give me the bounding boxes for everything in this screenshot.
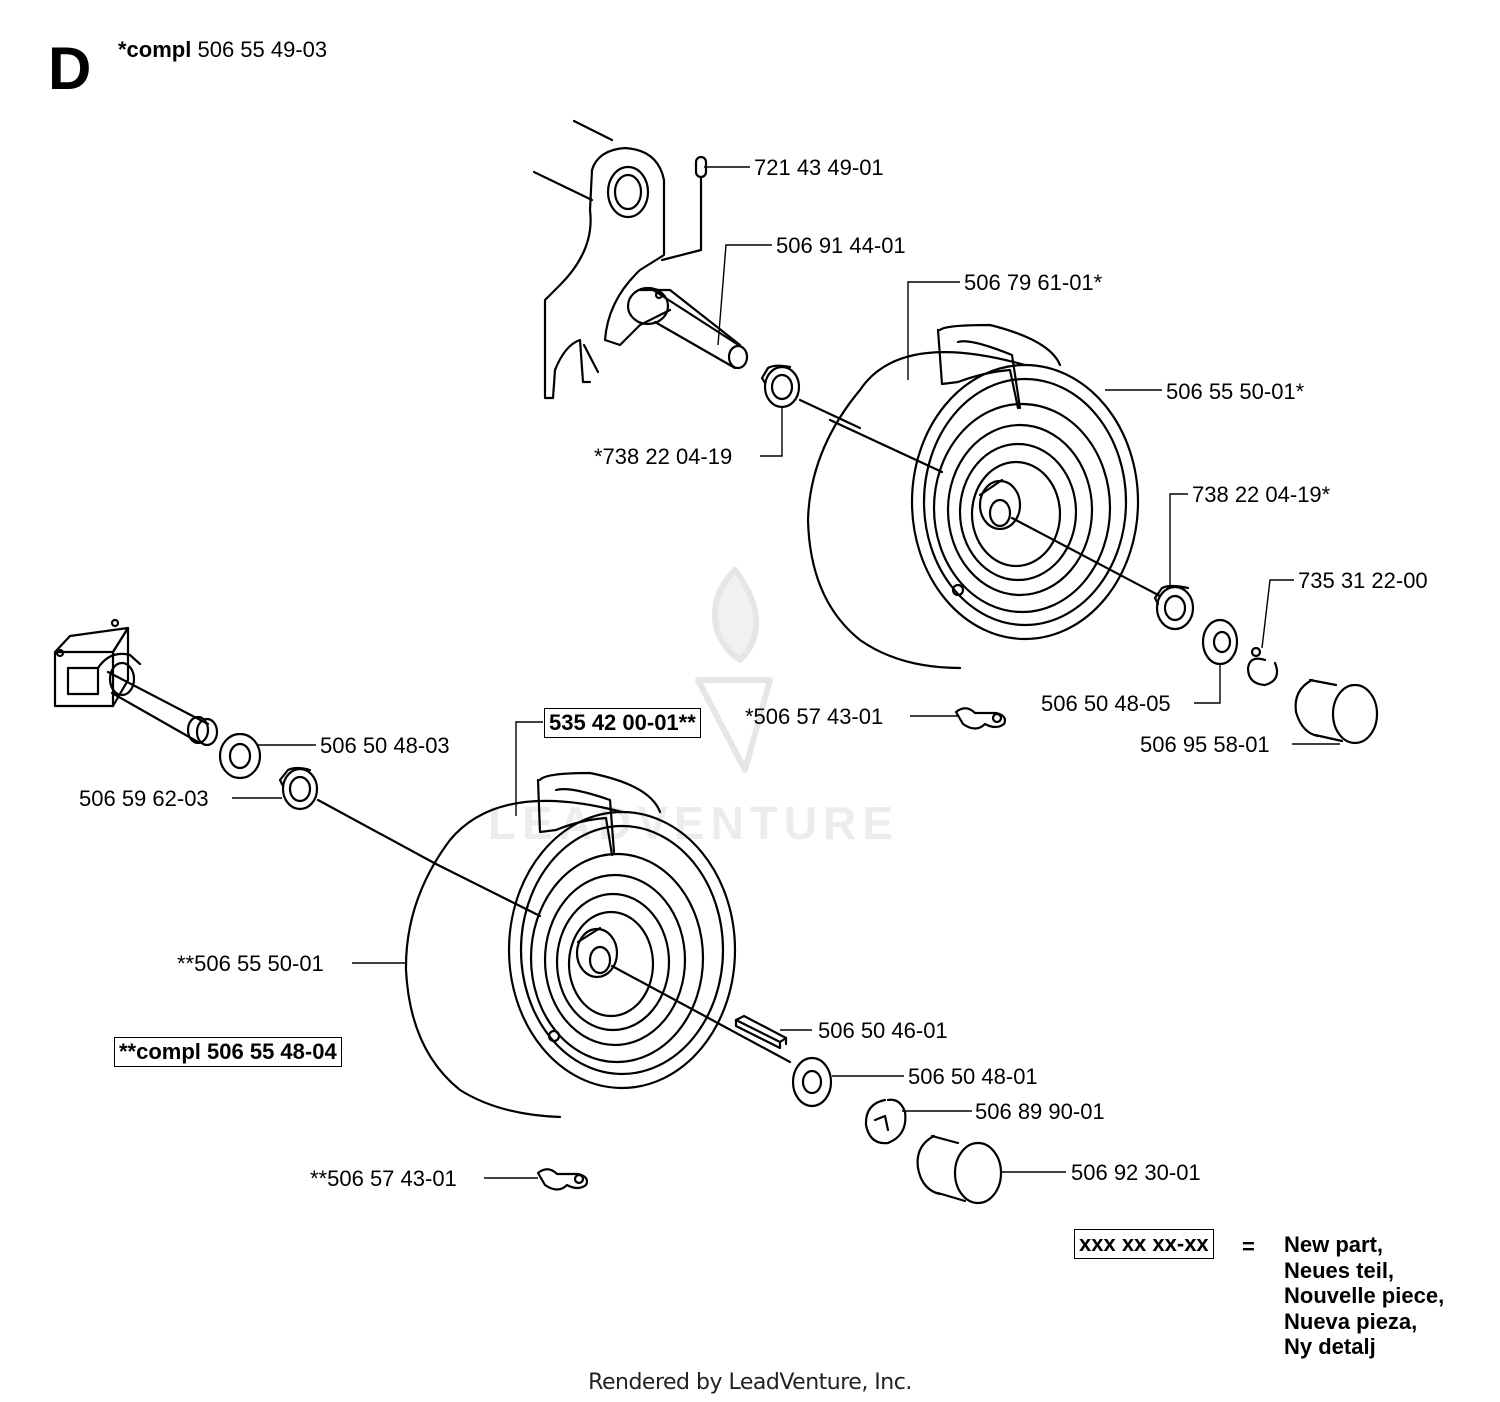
lower-cap-506-92-30 <box>916 1134 1003 1205</box>
legend-line: Nouvelle piece, <box>1284 1283 1445 1308</box>
upper-clip-506-57-43 <box>954 707 1007 730</box>
part-label-506-92-30-01: 506 92 30-01 <box>1071 1160 1201 1185</box>
part-label-506-55-50-01-lower: **506 55 50-01 <box>177 951 324 976</box>
lower-key-506-50-46 <box>734 1014 788 1050</box>
part-label-738-22-04-19-left: *738 22 04-19 <box>594 444 733 469</box>
legend-line: New part, <box>1284 1232 1384 1257</box>
lower-washer-506-50-48-03 <box>218 732 262 780</box>
upper-pin-721 <box>660 155 708 262</box>
lower-washer-506-50-48-01 <box>791 1056 833 1108</box>
header-compl-label: *compl 506 55 49-03 <box>118 38 327 62</box>
lower-eclip-506-89-90 <box>864 1098 907 1145</box>
part-label-506-57-43-01-upper: *506 57 43-01 <box>745 704 884 729</box>
lower-axis-line-2 <box>610 964 792 1064</box>
header-compl-prefix: *compl <box>118 37 192 62</box>
legend-sample-box: xxx xx xx-xx <box>1074 1229 1214 1259</box>
legend-text: New part, Neues teil, Nouvelle piece, Nu… <box>1284 1232 1444 1360</box>
upper-bearing-738-right <box>1153 584 1195 631</box>
header-compl-number: 506 55 49-03 <box>197 37 328 62</box>
footer-credit: Rendered by LeadVenture, Inc. <box>588 1370 912 1395</box>
part-label-738-22-04-19-right: 738 22 04-19* <box>1192 482 1331 507</box>
lower-mount <box>53 618 142 708</box>
upper-axis-line-2 <box>1010 516 1162 598</box>
lower-bushing-506-59-62 <box>278 766 319 811</box>
lower-clip-506-57-43 <box>536 1168 589 1191</box>
upper-bearing-738-left <box>760 364 801 409</box>
legend-line: Nueva pieza, <box>1284 1308 1418 1334</box>
upper-axis-line-1 <box>798 398 862 430</box>
upper-bracket <box>532 119 672 400</box>
legend-line: Neues teil, <box>1284 1257 1395 1283</box>
part-label-506-50-48-01: 506 50 48-01 <box>908 1064 1038 1089</box>
part-label-506-50-46-01: 506 50 46-01 <box>818 1018 948 1043</box>
part-label-compl-506-55-48-04: **compl 506 55 48-04 <box>114 1037 342 1067</box>
upper-axle-506-91-44 <box>626 286 749 370</box>
upper-clip-735 <box>1246 646 1279 687</box>
part-label-506-79-61-01: 506 79 61-01* <box>964 270 1103 295</box>
lower-axle <box>106 661 219 747</box>
legend-equals: = <box>1242 1234 1255 1259</box>
part-label-506-89-90-01: 506 89 90-01 <box>975 1099 1105 1124</box>
part-label-735-31-22-00: 735 31 22-00 <box>1298 568 1428 593</box>
part-label-506-50-48-03: 506 50 48-03 <box>320 733 450 758</box>
upper-washer-506-50-48-05 <box>1201 618 1239 666</box>
section-letter: D <box>48 35 92 102</box>
part-label-506-57-43-01-lower: **506 57 43-01 <box>310 1166 457 1191</box>
upper-cap-506-95-58 <box>1294 678 1379 745</box>
legend-line: Ny detalj <box>1284 1334 1376 1359</box>
part-label-721-43-49-01: 721 43 49-01 <box>754 155 884 180</box>
part-label-506-55-50-01-upper: 506 55 50-01* <box>1166 379 1305 404</box>
upper-wheel <box>806 323 1140 670</box>
watermark-logo <box>695 567 773 773</box>
part-label-506-91-44-01: 506 91 44-01 <box>776 233 906 258</box>
part-label-506-95-58-01: 506 95 58-01 <box>1140 732 1270 757</box>
part-label-535-42-00-01: 535 42 00-01** <box>544 708 701 738</box>
lower-wheel <box>404 771 737 1119</box>
lower-axis-line-1 <box>316 798 438 866</box>
part-label-506-59-62-03: 506 59 62-03 <box>79 786 209 811</box>
part-label-506-50-48-05: 506 50 48-05 <box>1041 691 1171 716</box>
leader-lines <box>232 166 1340 1179</box>
